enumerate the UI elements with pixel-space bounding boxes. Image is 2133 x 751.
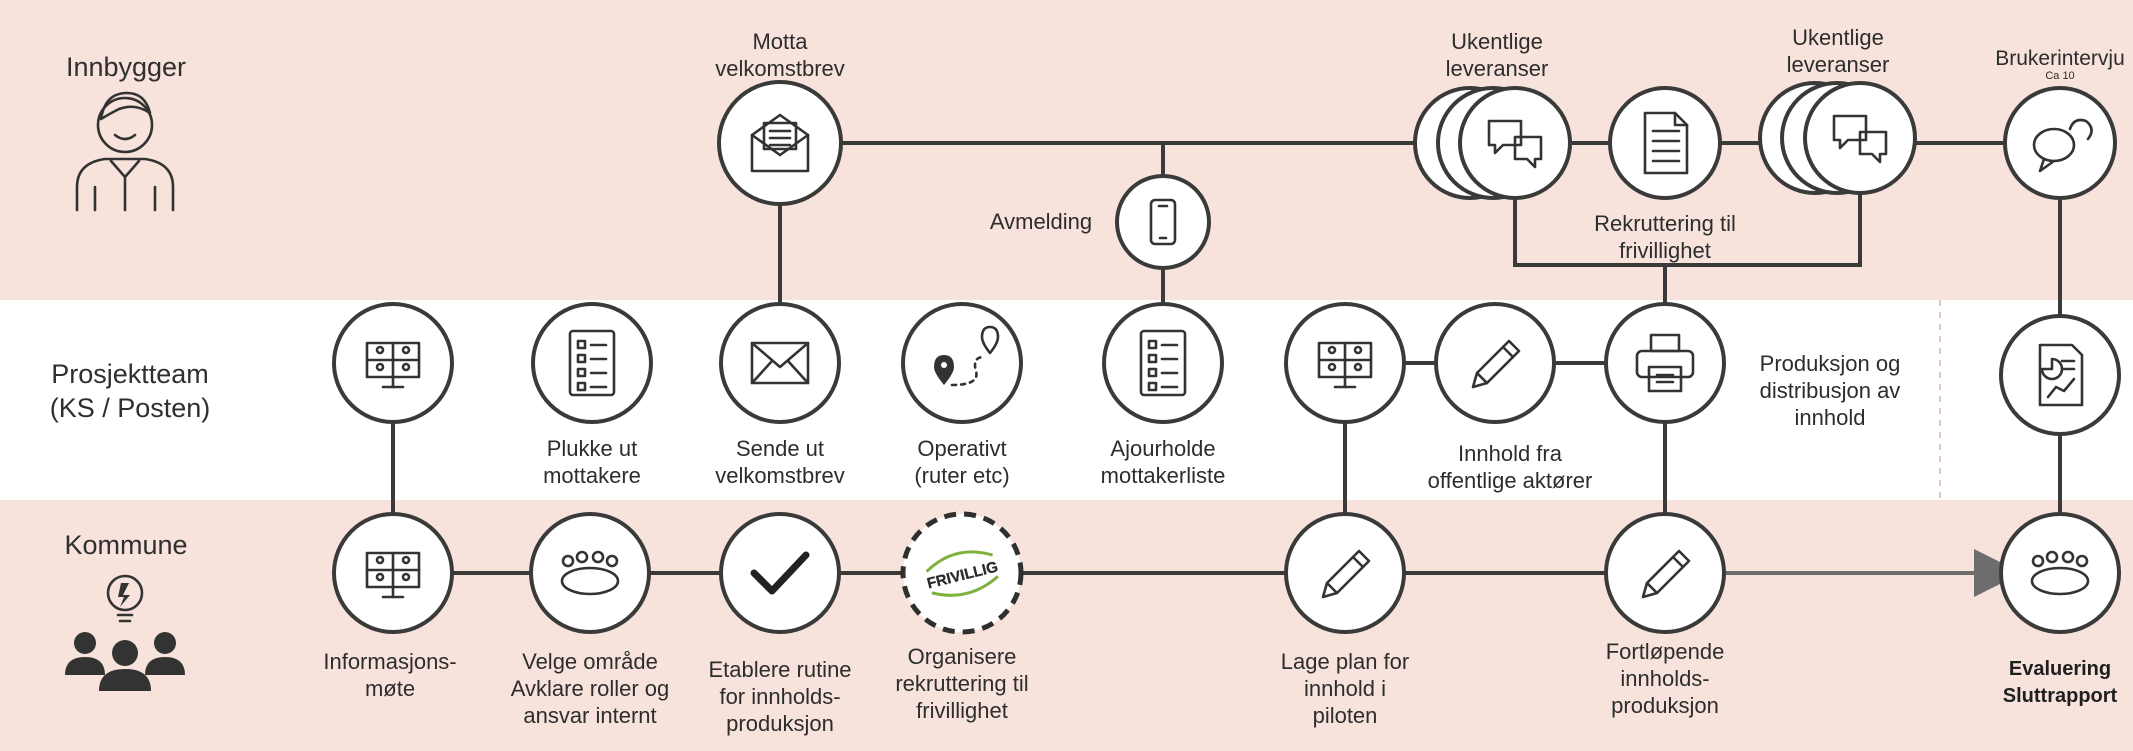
node-etablere xyxy=(719,512,841,634)
label-rekruttering: Rekruttering til frivillighet xyxy=(1594,211,1736,263)
video-meeting-icon xyxy=(365,341,421,389)
lane-label-innbygger: Innbygger xyxy=(65,52,187,82)
video-meeting-icon xyxy=(1317,341,1373,389)
node-video-meeting-2 xyxy=(1284,302,1406,424)
label-ukentlige-2: Ukentlige leveranser xyxy=(1786,25,1890,77)
label-produksjon: Produksjon og distribusjon av innhold xyxy=(1759,351,1901,430)
video-meeting-icon xyxy=(365,551,421,599)
meeting-table-icon xyxy=(560,550,620,596)
node-plukke xyxy=(531,302,653,424)
person-icon xyxy=(75,91,175,212)
printer-icon xyxy=(1635,333,1695,393)
open-envelope-icon xyxy=(750,113,810,173)
node-evaluering xyxy=(1999,512,2121,634)
label-operativt: Operativt (ruter etc) xyxy=(914,436,1010,488)
route-map-icon xyxy=(934,325,1000,387)
document-icon xyxy=(1643,111,1689,175)
node-fortlopende xyxy=(1604,512,1726,634)
node-informasjonsmote xyxy=(332,512,454,634)
node-video-meeting-pt xyxy=(332,302,454,424)
label-velge: Velge område Avklare roller og ansvar in… xyxy=(510,649,670,728)
label-etablere: Etablere rutine for innholds- produksjon xyxy=(708,657,852,736)
node-brukerintervju xyxy=(2003,86,2117,200)
pencil-icon xyxy=(1641,549,1691,599)
pencil-icon xyxy=(1471,339,1521,389)
checklist-icon xyxy=(568,329,616,397)
node-ajourholde xyxy=(1102,302,1224,424)
pencil-icon xyxy=(1321,549,1371,599)
label-innhold: Innhold fra offentlige aktører xyxy=(1427,441,1593,493)
label-ajourholde: Ajourholde mottakerliste xyxy=(1100,436,1226,488)
envelope-icon xyxy=(750,341,810,385)
node-organisere: FRIVILLIG xyxy=(900,511,1024,635)
node-ukentlige-1 xyxy=(1413,86,1572,200)
node-avmelding xyxy=(1115,174,1211,270)
label-brukerintervju-sub: Ca 10 xyxy=(2045,70,2075,82)
node-lage-plan xyxy=(1284,512,1406,634)
label-lage: Lage plan for innhold i piloten xyxy=(1280,649,1410,728)
lane-label-prosjektteam: Prosjektteam (KS / Posten) xyxy=(49,359,211,423)
label-organisere: Organisere rekruttering til frivillighet xyxy=(895,644,1029,723)
label-brukerintervju: Brukerintervju xyxy=(1995,47,2125,70)
lane-label-kommune: Kommune xyxy=(64,530,188,560)
chat-bubbles-icon xyxy=(1832,114,1888,164)
node-document xyxy=(1608,86,1722,200)
label-ukentlige-1: Ukentlige leveranser xyxy=(1445,29,1549,81)
label-fortlopende: Fortløpende innholds- produksjon xyxy=(1605,639,1725,718)
node-sende xyxy=(719,302,841,424)
node-report xyxy=(1999,314,2121,436)
chat-bubbles-icon xyxy=(1487,119,1543,169)
node-operativt xyxy=(901,302,1023,424)
node-motta-velkomstbrev xyxy=(717,80,843,206)
report-chart-icon xyxy=(2038,343,2084,407)
node-produksjon xyxy=(1604,302,1726,424)
phone-icon xyxy=(1149,198,1177,246)
label-informasjon: Informasjons- møte xyxy=(323,649,457,701)
node-velge-omrade xyxy=(529,512,651,634)
group-lightbulb-icon xyxy=(65,574,185,691)
label-avmelding: Avmelding xyxy=(989,209,1093,234)
meeting-table-icon xyxy=(2030,550,2090,596)
checklist-icon xyxy=(1139,329,1187,397)
node-innhold xyxy=(1434,302,1556,424)
speech-bubbles-icon xyxy=(2032,118,2093,173)
node-ukentlige-2 xyxy=(1758,81,1917,195)
label-plukke: Plukke ut mottakere xyxy=(543,436,641,488)
checkmark-icon xyxy=(750,551,810,595)
label-evaluering: Evaluering Sluttrapport xyxy=(2002,658,2118,707)
label-sende: Sende ut velkomstbrev xyxy=(715,436,845,488)
label-motta: Motta velkomstbrev xyxy=(715,29,845,81)
